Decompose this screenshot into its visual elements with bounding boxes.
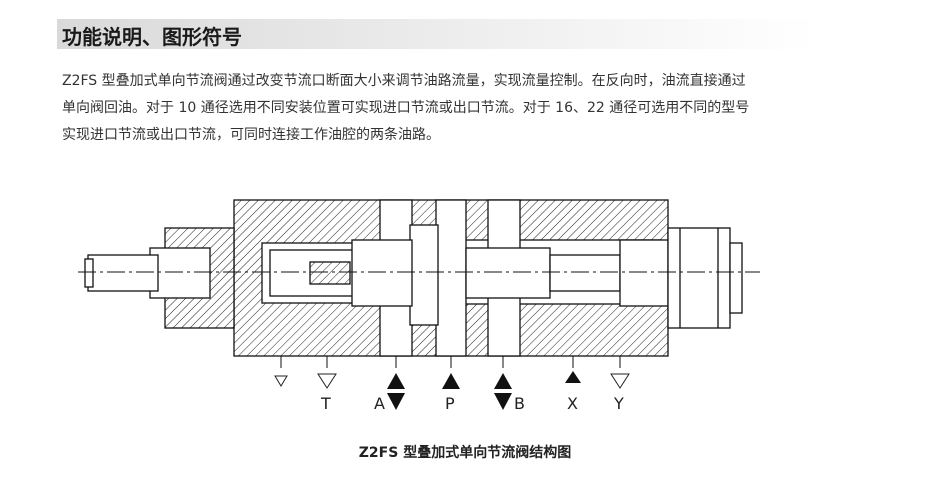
port-a-down-arrow-icon <box>387 393 405 410</box>
port-channel-p <box>435 199 467 357</box>
port-y-triangle-icon <box>610 373 630 389</box>
heading-text: 功能说明、图形符号 <box>62 25 242 49</box>
central-chamber <box>409 224 439 326</box>
right-spring-seat <box>549 254 621 292</box>
description-line: 单向阀回油。对于 10 通径选用不同安装位置可实现进口节流或出口节流。对于 16… <box>62 100 750 116</box>
adjusting-knob <box>84 258 94 288</box>
tank-return-triangle-icon <box>317 373 337 389</box>
port-x-up-arrow-icon <box>565 371 581 383</box>
adjusting-rod <box>87 254 159 292</box>
port-label-t: T <box>321 394 331 413</box>
left-cylinder-bore <box>149 247 211 299</box>
check-valve-poppet <box>351 239 413 307</box>
port-label-b: B <box>514 394 525 413</box>
figure-caption: Z2FS 型叠加式单向节流阀结构图 <box>358 445 572 461</box>
port-p-up-arrow-icon <box>442 373 460 389</box>
port-b-down-arrow-icon <box>494 393 512 410</box>
port-label-a: A <box>374 394 385 413</box>
description-paragraph: Z2FS 型叠加式单向节流阀通过改变节流口断面大小来调节油路流量，实现流量控制。… <box>62 68 862 149</box>
section-heading: 功能说明、图形符号 <box>57 19 817 49</box>
port-a-up-arrow-icon <box>387 373 405 389</box>
right-plug <box>619 239 669 307</box>
right-spool <box>465 247 551 299</box>
right-end-nut <box>729 242 743 314</box>
description-line: 实现进口节流或出口节流，可同时连接工作油腔的两条油路。 <box>62 127 440 143</box>
port-label-y: Y <box>614 394 624 413</box>
description-line: Z2FS 型叠加式单向节流阀通过改变节流口断面大小来调节油路流量，实现流量控制。… <box>62 73 746 89</box>
spool-insert <box>309 261 351 285</box>
drain-triangle-icon <box>274 375 288 387</box>
port-label-p: P <box>445 394 455 413</box>
right-end-cap <box>667 227 731 329</box>
port-b-up-arrow-icon <box>494 373 512 389</box>
port-label-x: X <box>567 394 578 413</box>
